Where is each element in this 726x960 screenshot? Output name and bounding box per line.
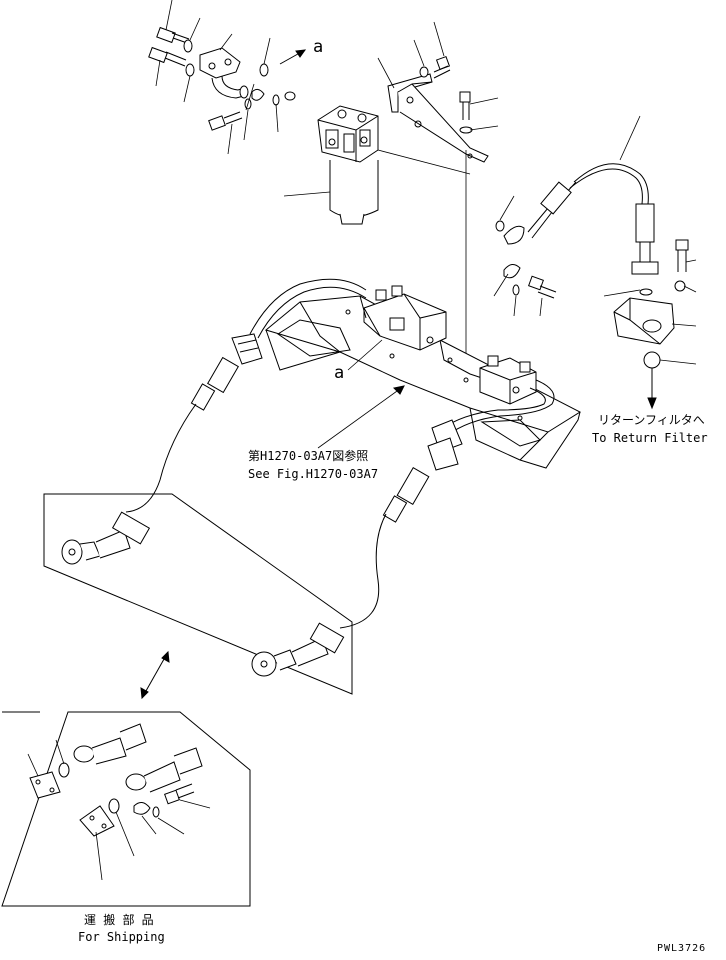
top-left-fasteners (148, 26, 307, 131)
bolt-left-3 (208, 111, 243, 131)
bolt-top-2 (148, 46, 187, 67)
hose-end-1 (61, 511, 151, 565)
washer-top-1 (183, 39, 193, 53)
hoses-lower (125, 403, 387, 629)
elbow-flange-right (495, 220, 557, 299)
shipping-en-label: For Shipping (78, 930, 165, 944)
washer-mid (272, 94, 280, 106)
hose-fitting-right (382, 419, 463, 523)
return-filter-head (613, 280, 686, 410)
double-arrow (140, 650, 170, 700)
return-filter-en-label: To Return Filter (592, 431, 708, 445)
ref-letter-a-mid: a (334, 363, 344, 383)
split-flange-top (199, 47, 241, 79)
shipping-box (1, 711, 251, 907)
see-fig-en-label: See Fig.H1270-03A7 (248, 467, 378, 481)
hydraulic-filter (317, 105, 379, 225)
return-filter-jp-label: リターンフィルタへ (598, 413, 705, 427)
elbow-pipe-top (211, 75, 249, 99)
hose-fitting-left (190, 333, 263, 411)
o-ring-top (259, 63, 269, 77)
filter-bracket (377, 73, 489, 175)
hose-end-2 (251, 622, 345, 677)
washer-top-2 (185, 63, 195, 77)
leader-lines (27, 0, 697, 881)
shipping-jp-label: 運 搬 部 品 (84, 912, 154, 927)
text-labels: a a 第H1270-03A7図参照 See Fig.H1270-03A7 リタ… (78, 37, 708, 954)
o-ring-mid (284, 91, 296, 101)
see-fig-jp-label: 第H1270-03A7図参照 (248, 448, 368, 463)
tube-right (439, 379, 555, 437)
tube-left (249, 278, 367, 339)
half-flange-2 (251, 88, 265, 101)
drawing-code-label: PWL3726 (657, 943, 706, 954)
hose-upper-right (527, 163, 659, 275)
ref-letter-a-top: a (313, 37, 323, 57)
frame-and-valve (264, 285, 582, 469)
shipping-group-outline (43, 493, 353, 695)
bolt-right (675, 239, 689, 272)
